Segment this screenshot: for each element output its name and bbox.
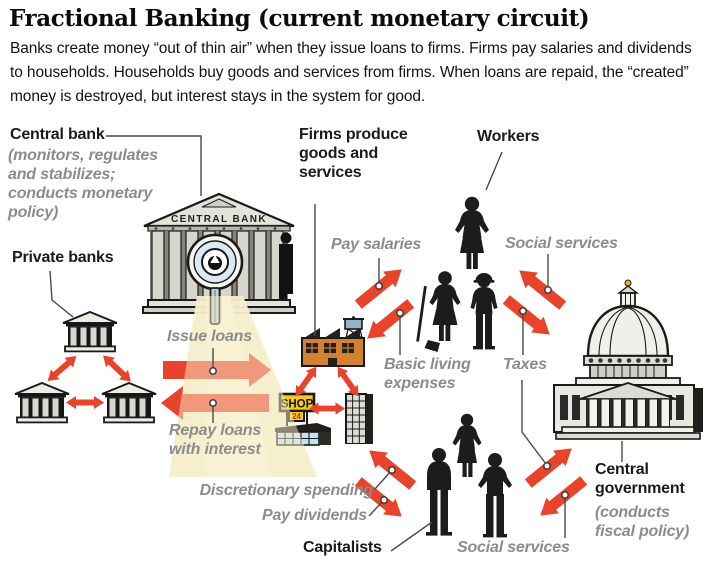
repay-loans-label: Repay loans with interest <box>169 422 262 458</box>
office-building <box>344 392 374 444</box>
social-services-workers-label: Social services <box>505 235 618 252</box>
social-services-capitalists-label: Social services <box>457 539 570 556</box>
interbank-arrow-bottom <box>66 396 104 409</box>
private-bank-building-top <box>62 311 118 353</box>
factory-building <box>300 316 366 368</box>
capitalist-figure-suit <box>421 447 457 539</box>
pay-dividends-label: Pay dividends <box>262 507 367 524</box>
central-government-note: (conducts fiscal policy) <box>595 504 690 540</box>
spotlight-beam-overlay <box>160 296 320 478</box>
central-bank-sign: CENTRAL BANK <box>171 214 267 225</box>
capitalists-label: Capitalists <box>303 539 382 556</box>
shop-hours-text: 24 <box>292 412 301 421</box>
firms-arrow-bottom <box>309 402 345 415</box>
taxes-label: Taxes <box>503 356 547 373</box>
magnifier-icon <box>186 233 244 291</box>
firms-arrow-left <box>290 363 321 400</box>
workers-callout-line <box>485 151 503 191</box>
page-title: Fractional Banking (current monetary cir… <box>9 5 590 32</box>
basic-living-label: Basic living expenses <box>384 356 471 392</box>
interbank-arrow-right <box>99 351 136 386</box>
workers-label: Workers <box>477 128 540 145</box>
worker-figure-builder <box>465 272 503 354</box>
government-building <box>548 278 708 442</box>
private-bank-building-right <box>101 382 157 424</box>
issue-loans-label: Issue loans <box>167 328 252 345</box>
worker-figure-standing <box>452 196 492 272</box>
interbank-arrow-left <box>43 351 80 386</box>
firms-arrow-right <box>332 363 363 400</box>
capitalist-figure-woman <box>450 413 484 479</box>
firms-label: Firms produce goods and services <box>299 126 408 181</box>
basic-living-arrow <box>361 296 417 347</box>
observer-silhouette <box>279 232 293 302</box>
central-bank-building: CENTRAL BANK <box>140 192 298 324</box>
private-banks-label: Private banks <box>12 249 114 266</box>
shop-sign-text: SHOP <box>281 399 314 411</box>
private-bank-building-left <box>14 382 70 424</box>
discretionary-spending-label: Discretionary spending <box>199 482 374 499</box>
central-bank-note: (monitors, regulates and stabilizes; con… <box>8 147 158 221</box>
pay-dividends-arrow <box>352 474 408 525</box>
worker-figure-cleaner <box>415 266 469 354</box>
central-government-label: Central government <box>595 461 685 497</box>
capitalist-figure-man <box>476 452 514 540</box>
social-services-workers-arrow <box>513 263 569 314</box>
central-bank-label: Central bank <box>10 126 105 143</box>
pay-salaries-label: Pay salaries <box>331 236 422 253</box>
intro-text: Banks create money “out of thin air” whe… <box>10 40 692 105</box>
